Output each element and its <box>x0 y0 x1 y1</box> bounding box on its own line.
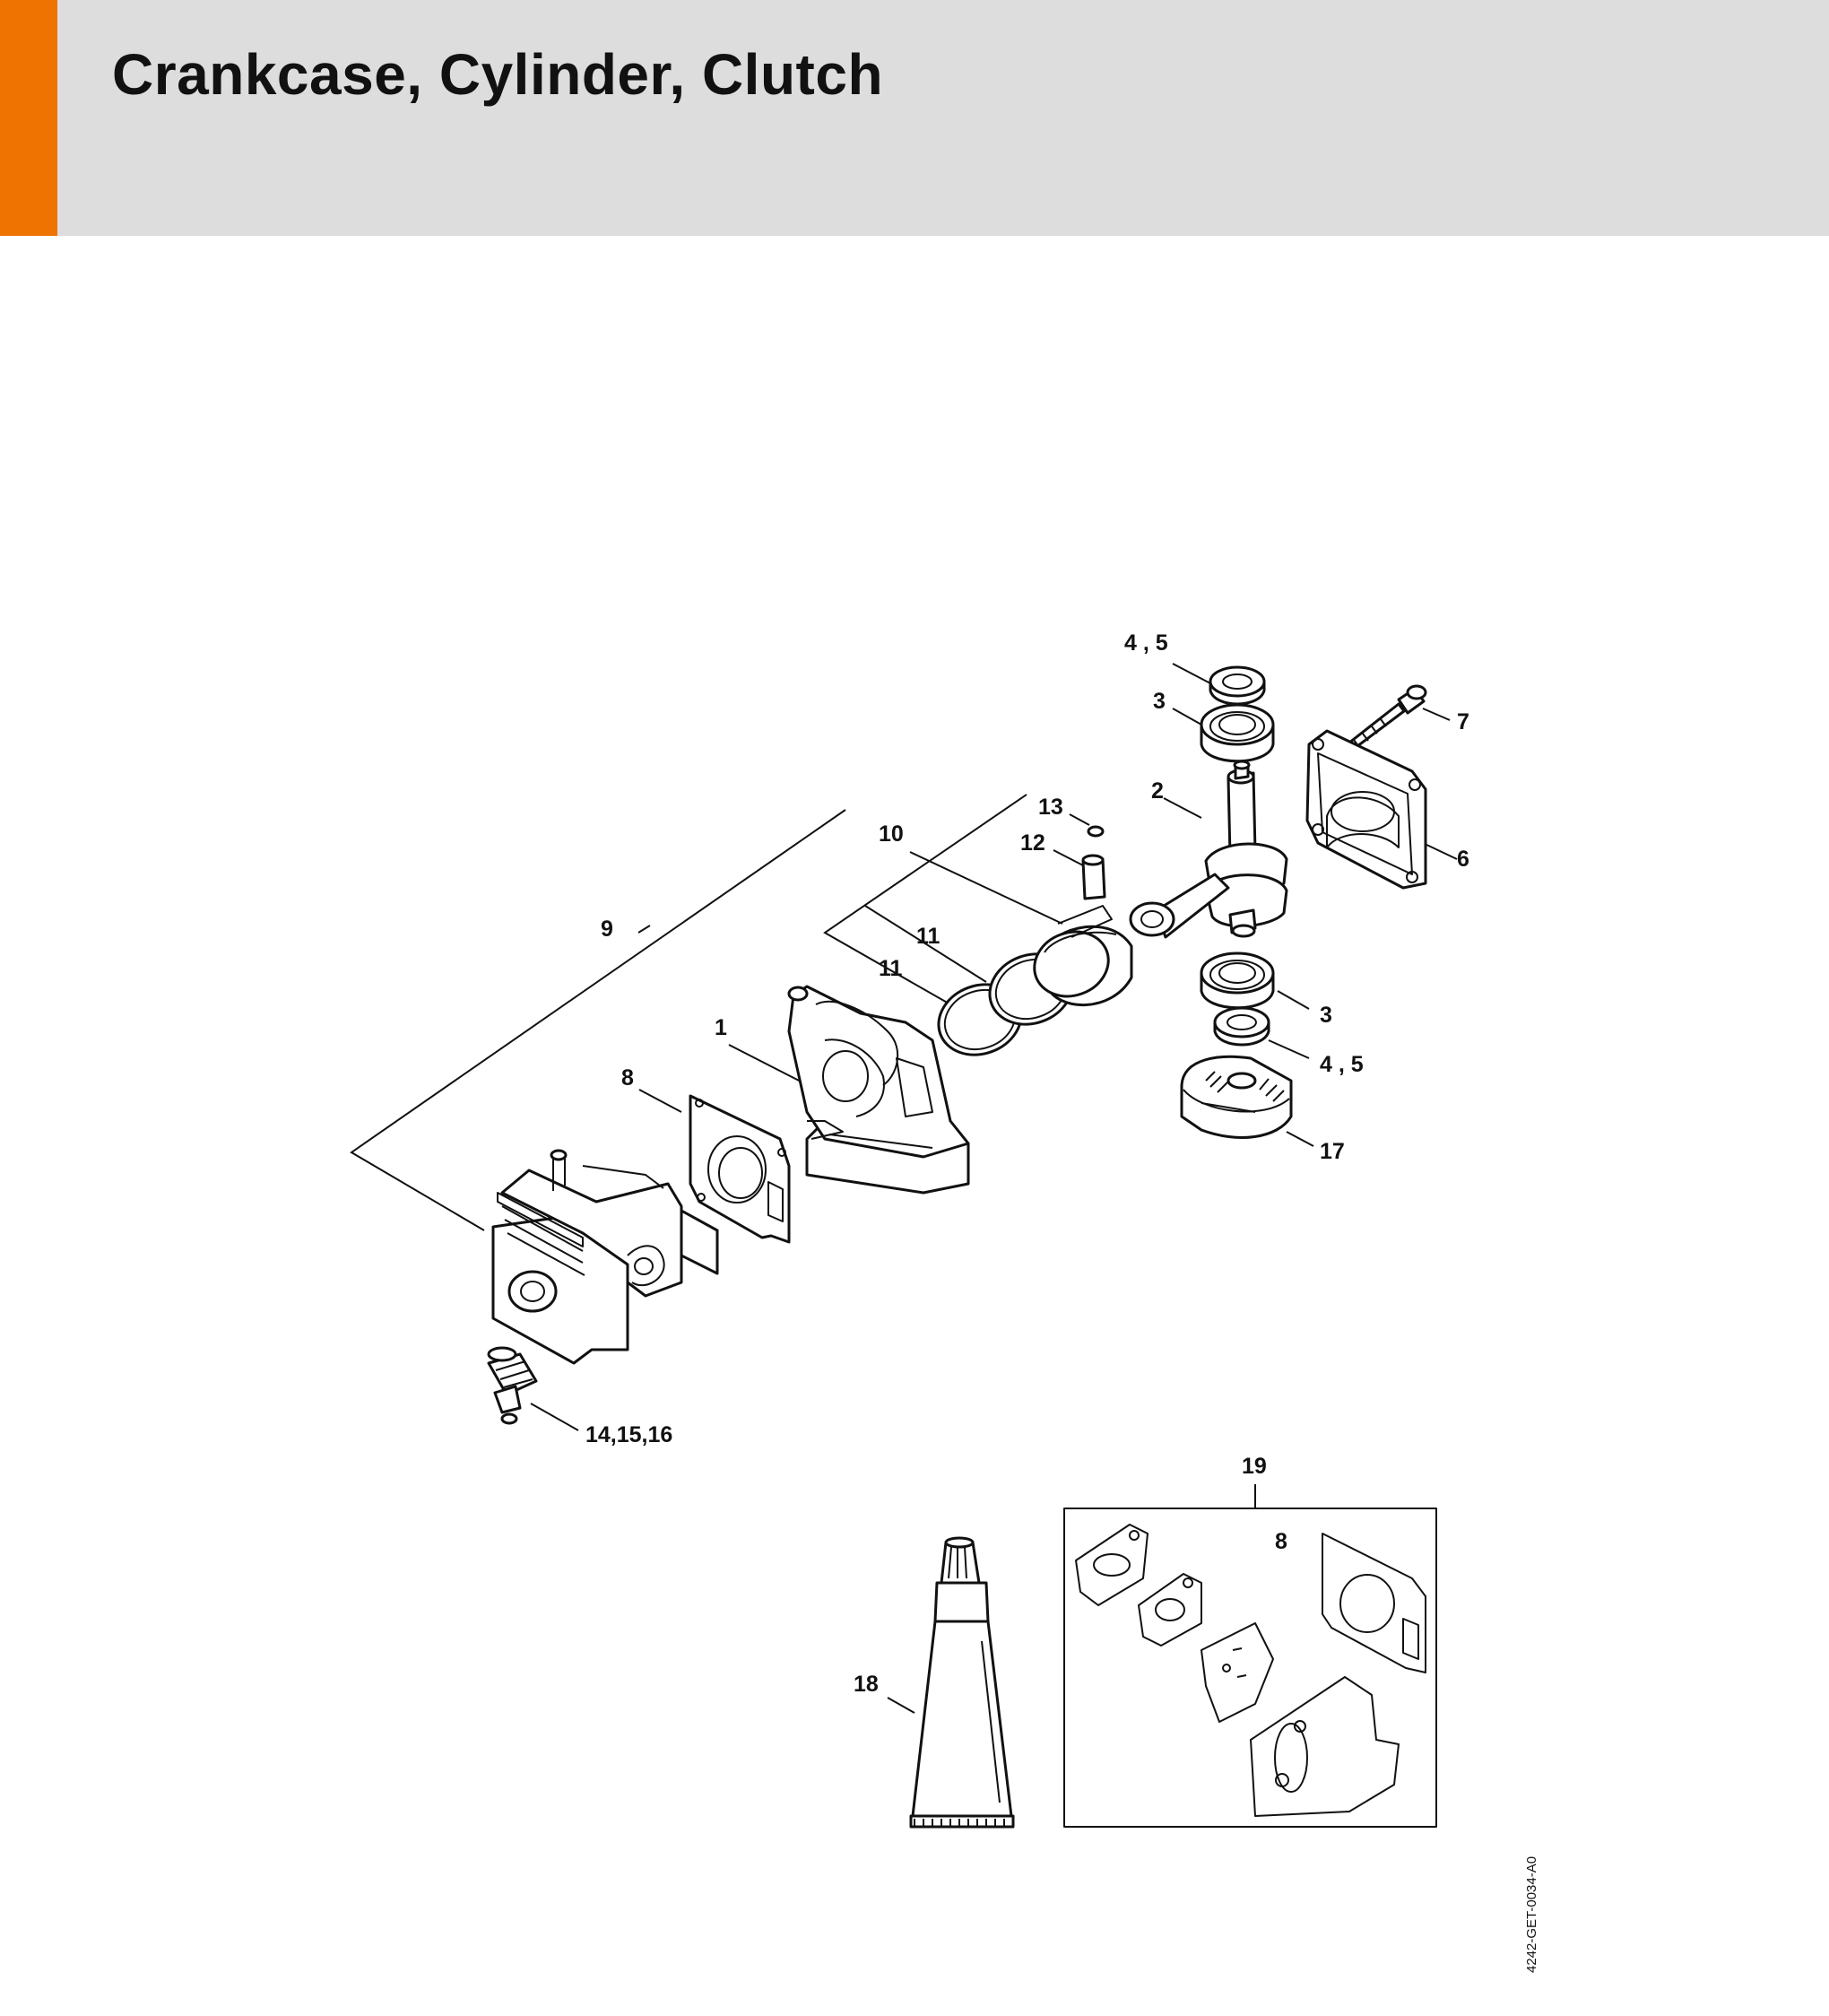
crankcase <box>787 985 970 1195</box>
callout-4-5-bottom: 4 , 5 <box>1320 1052 1364 1077</box>
cylinder-gasket <box>689 1094 791 1244</box>
callout-19: 19 <box>1242 1454 1267 1479</box>
oil-seal-bottom <box>1213 1006 1270 1047</box>
callout-7: 7 <box>1457 709 1469 734</box>
callout-8-kit: 8 <box>1275 1529 1287 1554</box>
callout-17: 17 <box>1320 1139 1345 1164</box>
callout-13: 13 <box>1038 795 1063 820</box>
callout-3-top: 3 <box>1153 689 1166 714</box>
crankshaft <box>1129 760 1288 939</box>
callout-11-b: 11 <box>879 956 903 981</box>
piston-pin <box>1081 854 1106 900</box>
reference-code: 4242-GET-0034-A0 <box>1524 1855 1539 1973</box>
leader-lines <box>350 663 1458 1714</box>
callout-3-bottom: 3 <box>1320 1003 1332 1028</box>
callout-18: 18 <box>854 1672 879 1697</box>
callout-6: 6 <box>1457 847 1469 872</box>
accent-bar <box>0 0 57 236</box>
callout-1: 1 <box>715 1015 727 1040</box>
callout-2: 2 <box>1151 778 1164 804</box>
callout-11-a: 11 <box>916 924 941 949</box>
bearing-top <box>1200 703 1275 763</box>
callout-12: 12 <box>1020 830 1045 856</box>
screw <box>1343 684 1427 753</box>
page-title: Crankcase, Cylinder, Clutch <box>112 42 884 107</box>
crankcase-cover <box>1305 729 1427 890</box>
page-header: Crankcase, Cylinder, Clutch <box>0 0 1829 236</box>
piston <box>1033 905 1133 1006</box>
callout-14-15-16: 14,15,16 <box>585 1422 672 1447</box>
spark-plug <box>487 1346 538 1425</box>
callout-labels: 1 2 3 4 , 5 3 4 , 5 6 7 8 8 9 10 11 11 1… <box>585 630 1469 1697</box>
cylinder <box>491 1149 719 1365</box>
clutch <box>1180 1055 1293 1139</box>
callout-8: 8 <box>621 1065 634 1091</box>
callout-9: 9 <box>601 917 613 942</box>
oil-seal-top <box>1209 665 1266 706</box>
callout-4-5-top: 4 , 5 <box>1124 630 1168 656</box>
circlip <box>1087 825 1105 838</box>
gasket-kit <box>1063 1508 1437 1828</box>
sealant-tube <box>909 1536 1015 1829</box>
bearing-bottom <box>1200 952 1275 1010</box>
callout-10: 10 <box>879 821 904 847</box>
